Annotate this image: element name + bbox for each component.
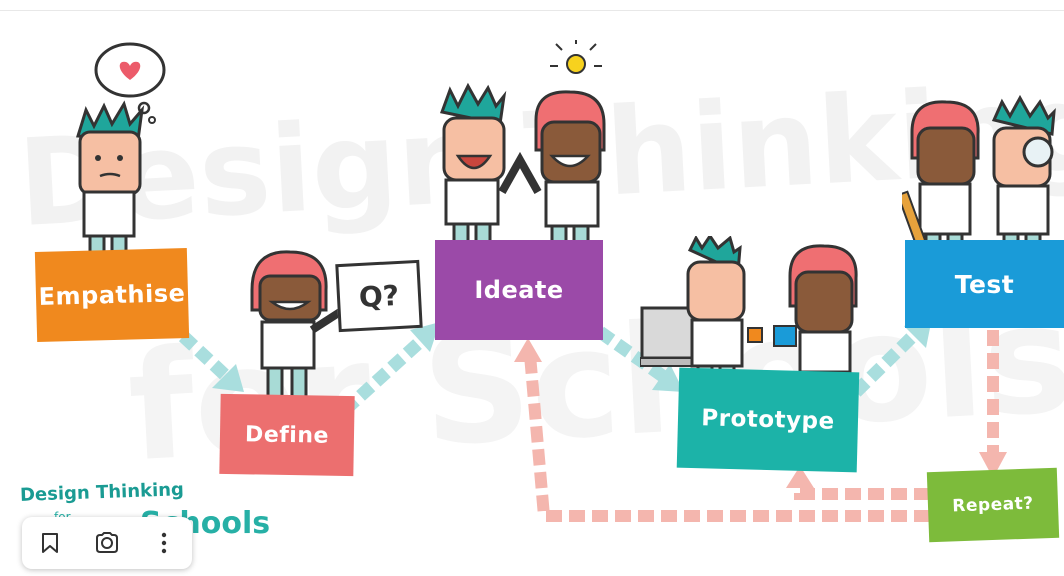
empathise-character bbox=[76, 42, 166, 276]
stage-define: Define bbox=[219, 393, 355, 477]
stage-prototype: Prototype bbox=[676, 367, 860, 473]
loop-to-ideate bbox=[524, 354, 930, 522]
ideate-characters bbox=[439, 40, 606, 262]
lightbulb-icon bbox=[550, 40, 602, 74]
arrow-ideate-prototype bbox=[579, 314, 668, 383]
prototype-block-blue bbox=[773, 325, 797, 347]
arrowhead-prototype bbox=[652, 364, 684, 392]
lens-search-button[interactable] bbox=[87, 523, 127, 563]
heart-icon bbox=[119, 61, 141, 80]
stage-test: Test bbox=[905, 240, 1064, 328]
3d-printer-icon bbox=[640, 306, 696, 360]
image-action-toolbar bbox=[22, 517, 192, 569]
more-options-button[interactable] bbox=[144, 523, 184, 563]
arrow-prototype-test bbox=[851, 329, 920, 397]
stage-repeat: Repeat? bbox=[926, 467, 1060, 543]
arrowhead-define bbox=[212, 364, 244, 392]
prototype-block-orange bbox=[747, 327, 763, 343]
arrowhead-loop-ideate bbox=[514, 338, 542, 362]
bookmark-icon bbox=[42, 533, 59, 553]
magnifier-icon bbox=[1022, 136, 1054, 168]
arrowhead-repeat bbox=[979, 452, 1007, 478]
arrowhead-loop-prototype bbox=[786, 466, 814, 488]
define-character bbox=[250, 250, 343, 410]
bookmark-button[interactable] bbox=[30, 523, 70, 563]
stage-ideate: Ideate bbox=[435, 240, 603, 340]
question-sign: Q? bbox=[335, 259, 423, 333]
loop-to-prototype bbox=[794, 482, 930, 500]
arrow-define-ideate bbox=[340, 335, 427, 415]
lens-icon bbox=[95, 532, 118, 553]
logo-title: Design Thinking bbox=[19, 479, 185, 506]
top-divider bbox=[0, 10, 1064, 11]
more-vert-icon bbox=[161, 532, 166, 554]
stage-empathise: Empathise bbox=[34, 248, 190, 342]
arrowhead-ideate bbox=[410, 322, 440, 352]
